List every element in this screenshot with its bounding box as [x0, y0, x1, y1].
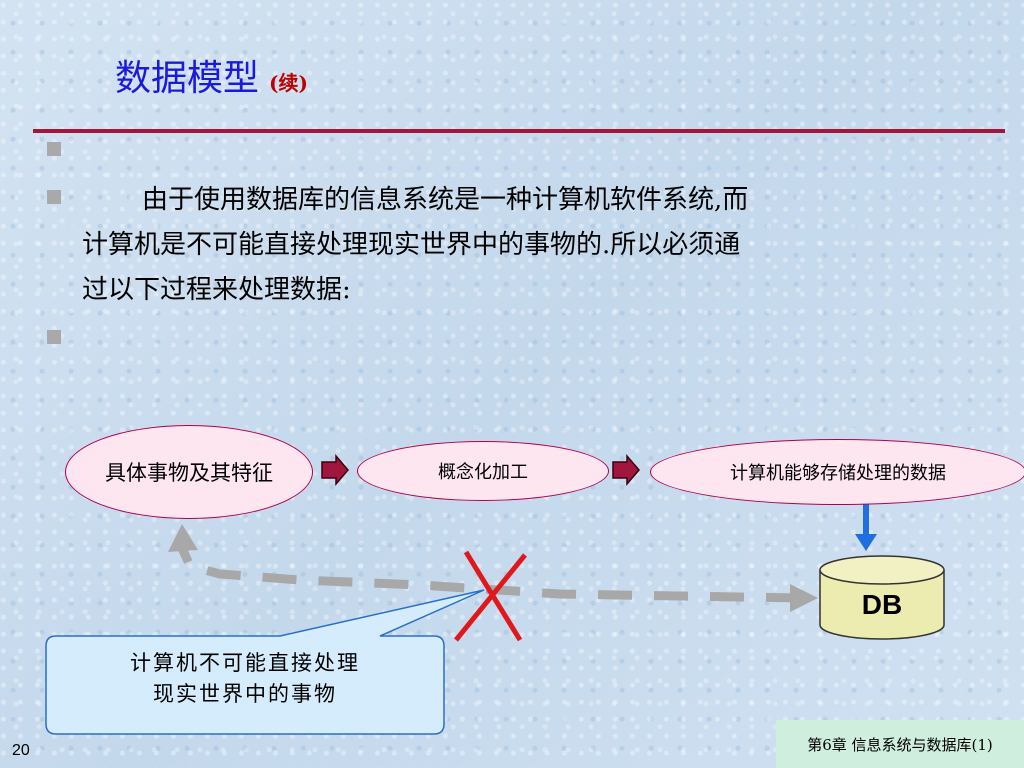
chapter-footer: 第6章 信息系统与数据库(1) [776, 720, 1024, 768]
oval-conceptualization: 概念化加工 [357, 441, 609, 501]
red-cross-icon [454, 550, 527, 642]
db-label: DB [861, 589, 903, 620]
oval-real-world-objects: 具体事物及其特征 [65, 425, 313, 519]
body-line: 计算机是不可能直接处理现实世界中的事物的.所以必须通 [82, 230, 741, 260]
body-line: 由于使用数据库的信息系统是一种计算机软件系统,而 [142, 185, 749, 215]
body-line: 过以下过程来处理数据: [82, 275, 351, 305]
page-number: 20 [12, 742, 30, 759]
blue-down-arrow-icon [855, 503, 877, 551]
callout-text: 计算机不可能直接处理 现实世界中的事物 [130, 651, 360, 706]
database-cylinder-icon [819, 555, 945, 640]
body-paragraph: 由于使用数据库的信息系统是一种计算机软件系统,而 计算机是不可能直接处理现实世界… [82, 178, 1012, 313]
title-main: 数据模型 [115, 58, 260, 99]
dashed-arrowhead-up-icon [168, 524, 198, 552]
slide-title: 数据模型 (续) [115, 55, 308, 107]
block-arrow-icon [321, 453, 349, 487]
dashed-path [168, 524, 818, 612]
title-sub: (续) [269, 71, 308, 95]
bullet-square-icon [47, 142, 61, 156]
dashed-arrowhead-right-icon [790, 584, 818, 612]
bullet-square-icon [47, 190, 61, 204]
title-divider [33, 129, 1005, 133]
callout-box [45, 589, 485, 735]
bullet-square-icon [47, 330, 61, 344]
oval-computer-data: 计算机能够存储处理的数据 [650, 439, 1024, 505]
block-arrow-icon [612, 453, 640, 487]
